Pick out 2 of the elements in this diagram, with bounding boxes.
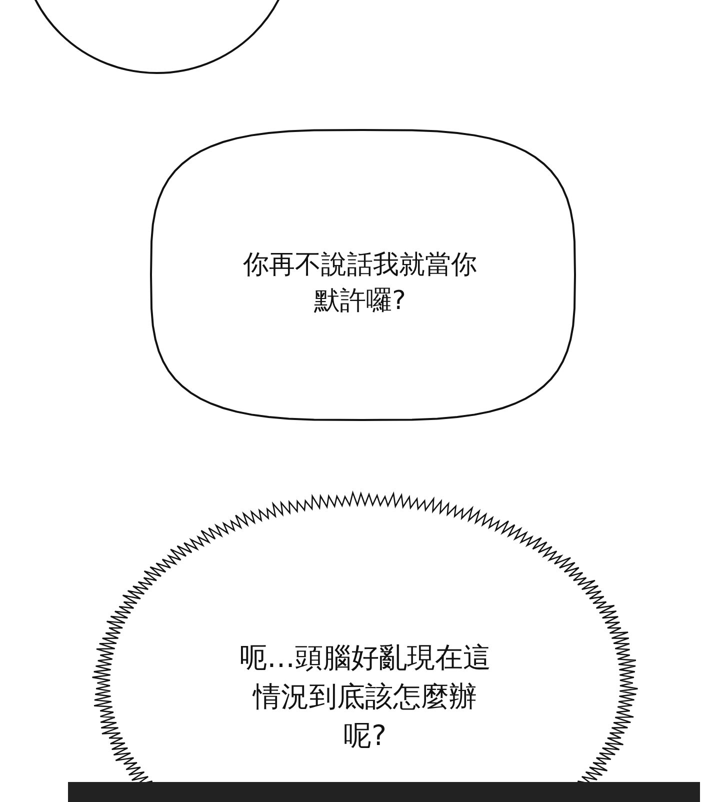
bubble-text: 你再不說話我就當你默許囉? xyxy=(242,249,478,318)
bubble-text: 呃…頭腦好亂現在這情況到底該怎麼辦呢? xyxy=(238,640,492,754)
